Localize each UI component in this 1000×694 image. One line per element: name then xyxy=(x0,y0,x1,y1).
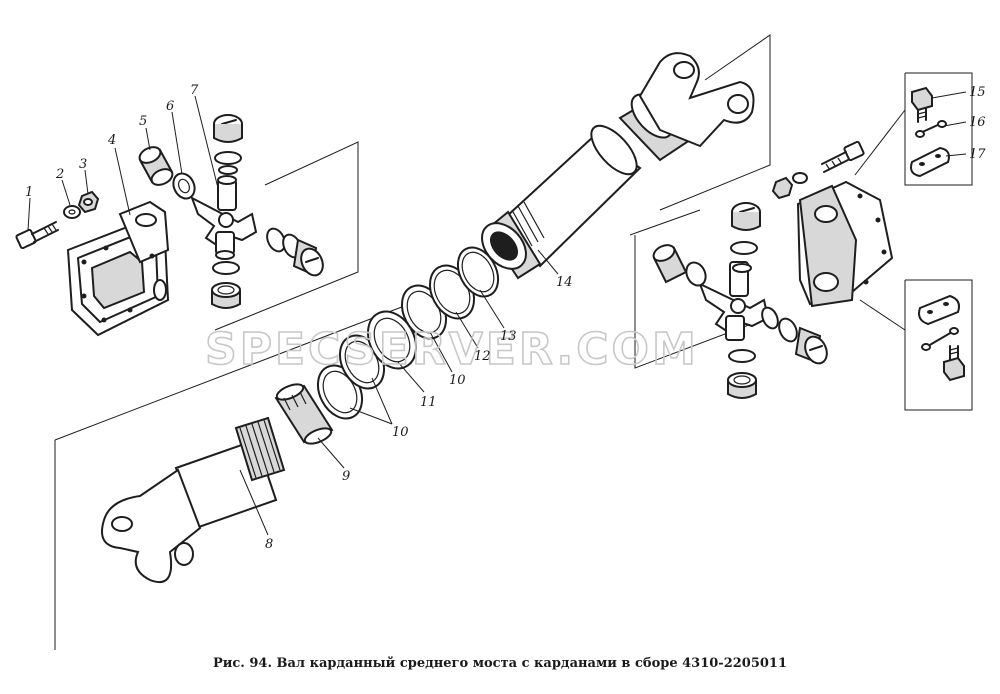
watermark-text: SPECSERVER.COM xyxy=(205,324,699,375)
left-cardan-group xyxy=(15,114,324,337)
callout-4: 4 xyxy=(107,133,116,148)
splined-yoke-part-8 xyxy=(101,416,286,583)
retaining-ring-part-13 xyxy=(456,246,500,298)
callout-13: 13 xyxy=(500,329,517,344)
flange-part-4 xyxy=(66,200,170,337)
needle-bearing-part-5 xyxy=(138,146,174,186)
cross-spider-right xyxy=(698,261,770,341)
callout-3: 3 xyxy=(79,157,87,172)
bottom-bearing-stack-right xyxy=(727,349,757,399)
right-bearing-stack-right xyxy=(761,306,828,365)
cross-spider-part-7 xyxy=(190,175,258,260)
right-cardan-group xyxy=(652,140,894,399)
callout-9: 9 xyxy=(342,469,350,484)
callout-1: 1 xyxy=(25,185,33,200)
side-bearing-stack xyxy=(266,227,324,277)
figure-caption: Рис. 94. Вал карданный среднего моста с … xyxy=(212,656,788,671)
flange-right xyxy=(796,180,894,308)
top-bearing-stack xyxy=(213,114,243,175)
callout-15: 15 xyxy=(969,85,986,100)
callout-10b: 10 xyxy=(449,373,466,388)
shaft-tube-part-14 xyxy=(481,52,755,280)
inset-hardware-top xyxy=(910,86,950,178)
seal-ring-part-6 xyxy=(172,172,196,200)
panel-frames xyxy=(54,34,973,650)
callout-7: 7 xyxy=(190,83,199,98)
lock-wire-lower xyxy=(921,327,959,351)
callout-labels: 1 2 3 4 5 6 7 8 9 10 11 10 12 13 14 15 1… xyxy=(25,83,986,552)
callout-14: 14 xyxy=(556,275,573,290)
nut-part-3 xyxy=(77,190,100,214)
callout-12: 12 xyxy=(474,349,491,364)
lock-wire-part-16 xyxy=(915,120,947,138)
center-shaft-group xyxy=(101,52,755,583)
callout-10a: 10 xyxy=(392,425,409,440)
leader-lines xyxy=(27,91,967,536)
top-bearing-stack-right xyxy=(730,202,761,273)
nut-right xyxy=(771,172,808,200)
callout-11: 11 xyxy=(420,395,437,410)
bolt-part-15 xyxy=(911,86,933,123)
callout-5: 5 xyxy=(139,114,147,129)
callout-6: 6 xyxy=(166,99,174,114)
left-bearing-stack-right xyxy=(652,244,707,287)
lock-plate-part-17 xyxy=(910,146,950,178)
spring-washer-part-2 xyxy=(63,205,81,219)
bolt-lower xyxy=(943,345,965,382)
callout-16: 16 xyxy=(969,115,986,130)
sleeve-part-9 xyxy=(274,383,334,445)
bolt-right xyxy=(821,140,865,173)
lock-plate-lower xyxy=(918,294,960,326)
bolt-part-1 xyxy=(15,221,59,250)
callout-17: 17 xyxy=(969,147,986,162)
callout-8: 8 xyxy=(265,537,273,552)
inset-hardware-bottom xyxy=(918,294,965,382)
bottom-bearing-stack xyxy=(211,261,241,309)
callout-2: 2 xyxy=(55,167,64,182)
